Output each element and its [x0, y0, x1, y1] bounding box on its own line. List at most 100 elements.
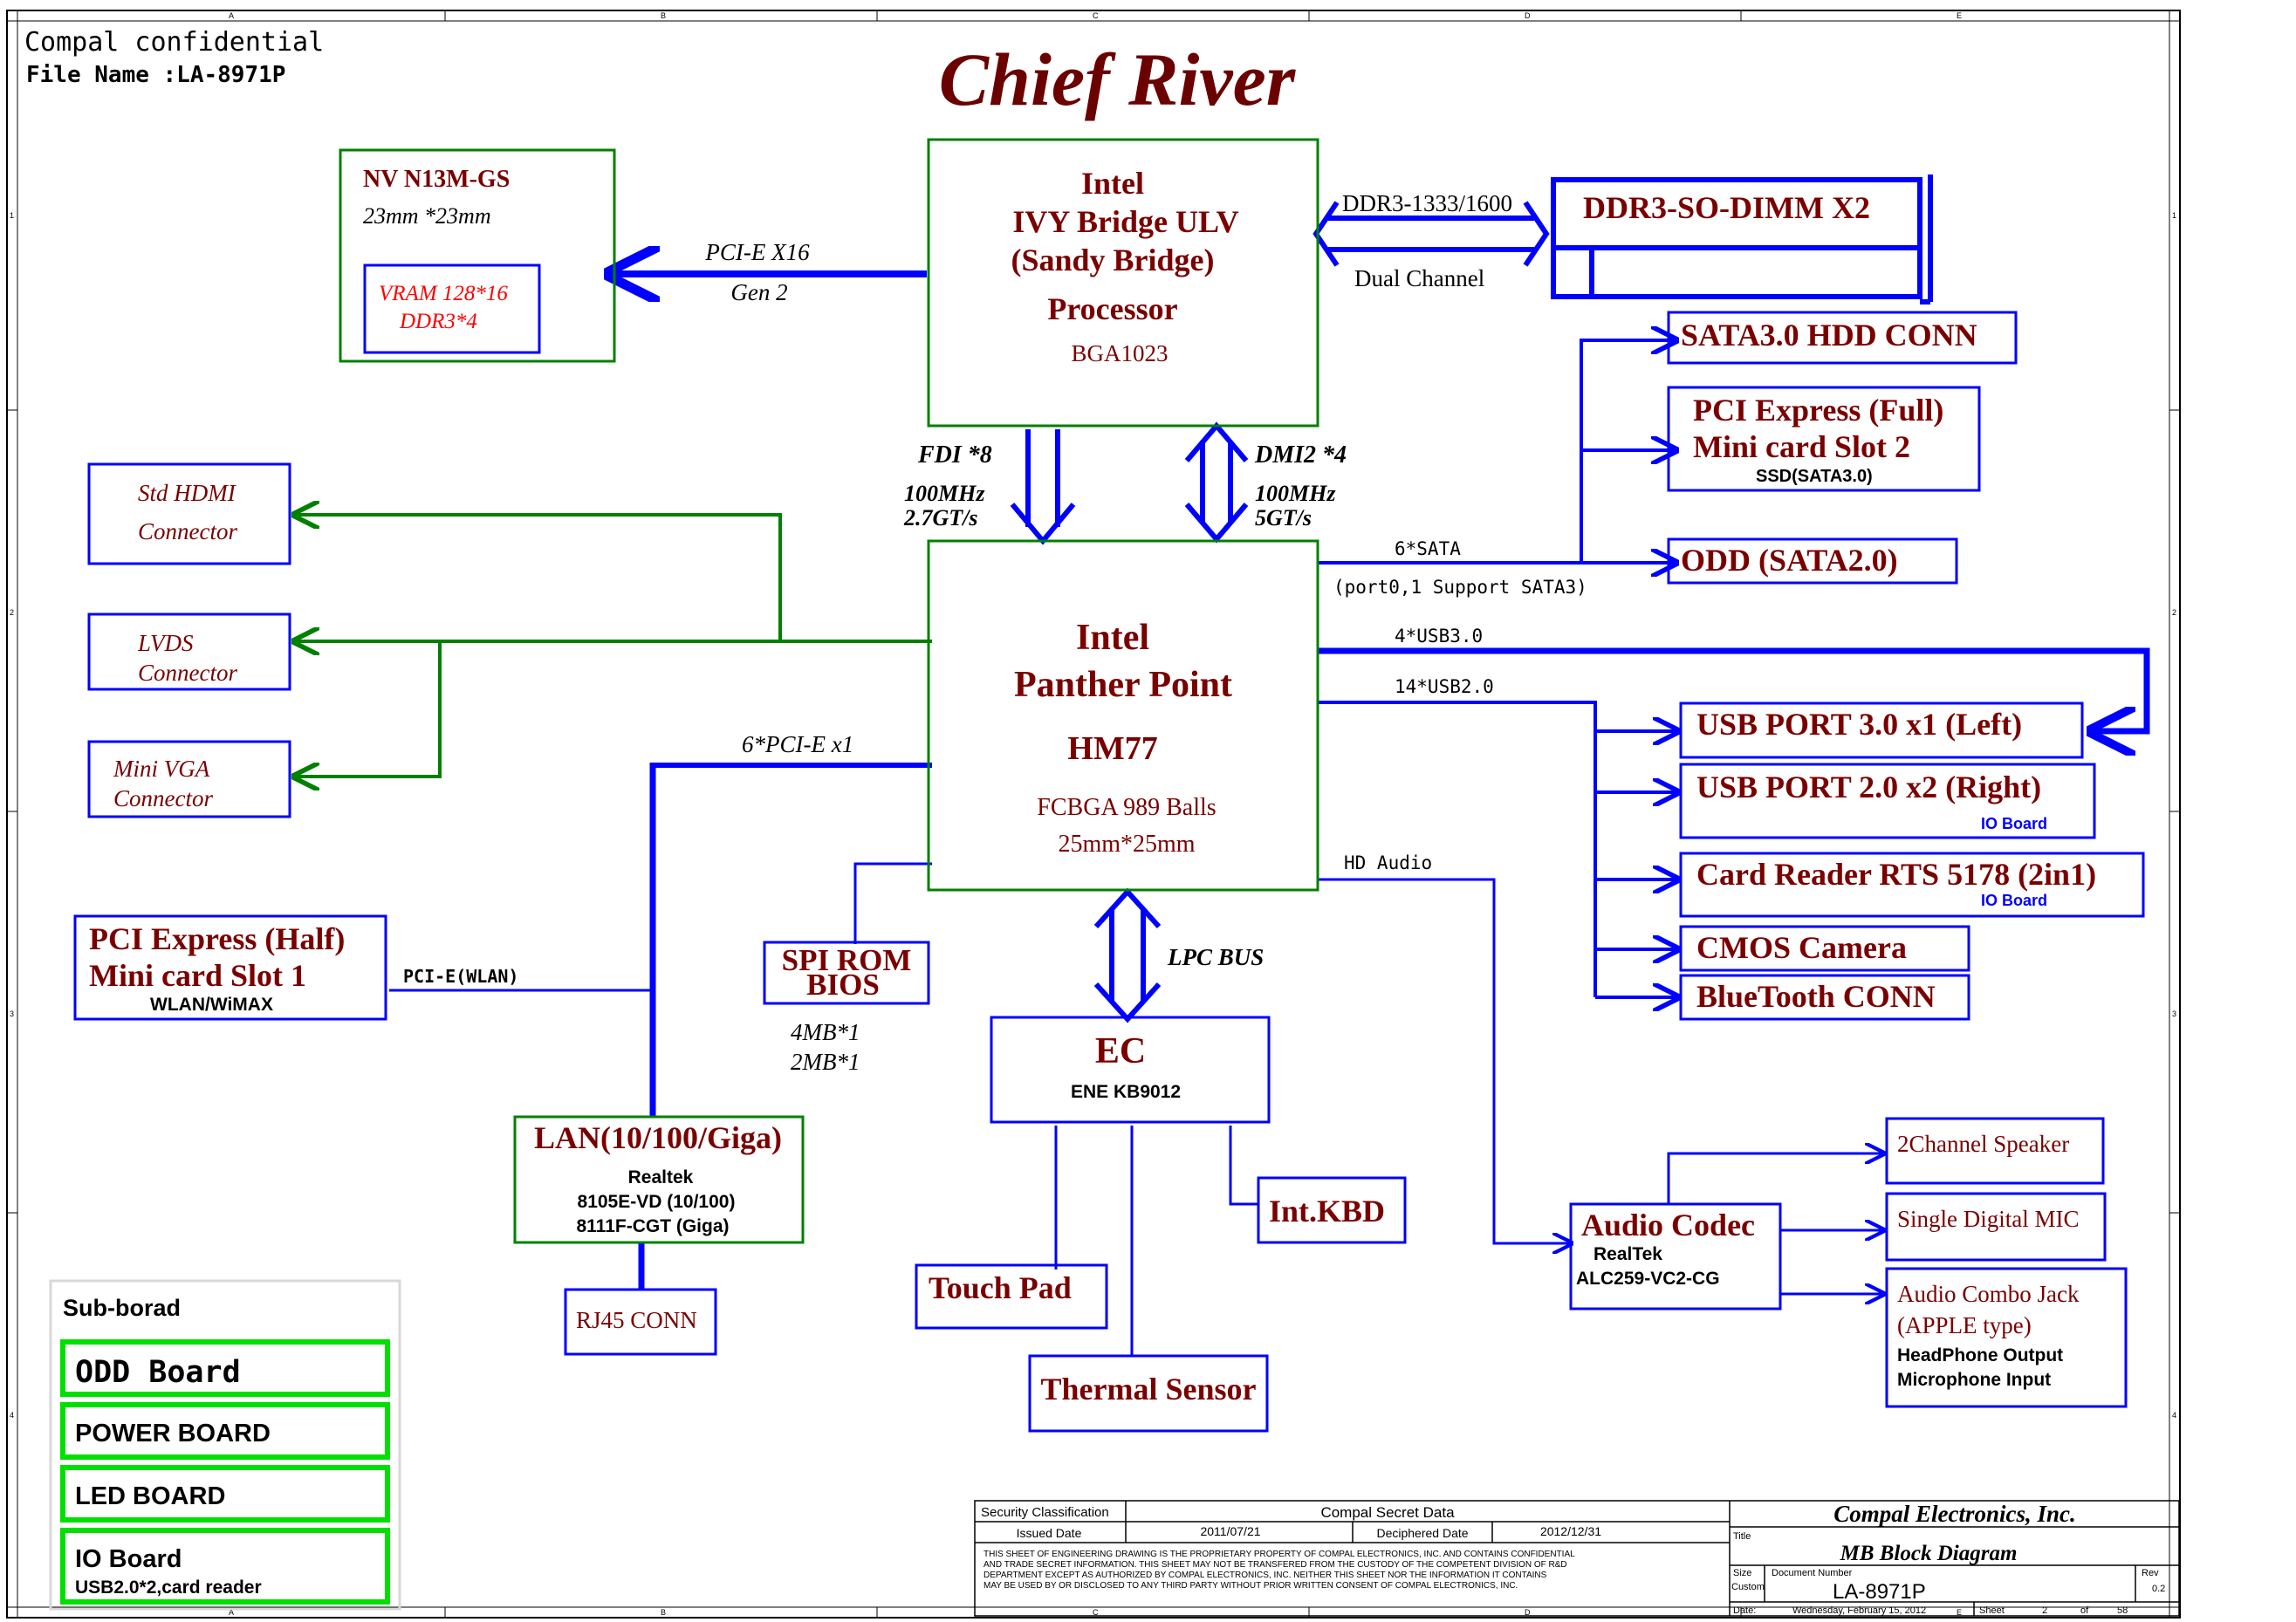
rev-value: 0.2	[2152, 1584, 2165, 1594]
pcie-x1-wires	[389, 763, 932, 1117]
page-title: Chief River	[939, 38, 1297, 121]
mini-slot2-line2: Mini card Slot 2	[1693, 429, 1910, 464]
lan-line4: 8111F-CGT (Giga)	[576, 1216, 729, 1236]
dmi-bus	[1184, 421, 1249, 544]
ddr-dimm-label: DDR3-SO-DIMM X2	[1583, 190, 1870, 225]
frame-number-2-right: 2	[2172, 608, 2176, 617]
lan-line1: LAN(10/100/Giga)	[534, 1120, 782, 1155]
sheet-label: Sheet	[1979, 1605, 2005, 1616]
mic-label: Single Digital MIC	[1897, 1206, 2080, 1232]
usb2-port-box	[1679, 763, 2096, 839]
thermal-box	[1028, 1354, 1269, 1433]
usb3-port-label: USB PORT 3.0 x1 (Left)	[1696, 707, 2022, 742]
hd-audio-label: HD Audio	[1344, 852, 1432, 873]
camera-box	[1679, 925, 1970, 972]
odd-box	[1667, 537, 1958, 585]
sata-wires	[1318, 340, 1676, 563]
sheet-value: 2	[2042, 1605, 2047, 1616]
deciphered-value: 2012/12/31	[1540, 1524, 1601, 1538]
hdd-label: SATA3.0 HDD CONN	[1681, 318, 1977, 352]
codec-line1: Audio Codec	[1581, 1208, 1755, 1242]
mini-slot2-line3: SSD(SATA3.0)	[1756, 467, 1873, 486]
pch-line3: HM77	[1067, 730, 1157, 767]
mic-box	[1885, 1192, 2107, 1262]
notice-line1: THIS SHEET OF ENGINEERING DRAWING IS THE…	[984, 1550, 1575, 1559]
vga-box	[87, 740, 291, 818]
lan-line3: 8105E-VD (10/100)	[578, 1192, 736, 1212]
sata-label: 6*SATA	[1395, 538, 1461, 559]
lan-box	[513, 1115, 805, 1244]
frame-letter-d-bottom: D	[1525, 1608, 1531, 1617]
security-value: Compal Secret Data	[1320, 1504, 1455, 1521]
frame-letter-b-bottom: B	[661, 1608, 666, 1617]
ddr-channel-label: Dual Channel	[1354, 265, 1484, 291]
ec-line2: ENE KB9012	[1071, 1082, 1181, 1102]
title-block	[974, 1500, 2180, 1617]
docnum-label: Document Number	[1772, 1568, 1853, 1578]
combo-jack-line3: HeadPhone Output	[1897, 1345, 2063, 1365]
lpc-label: LPC BUS	[1167, 944, 1264, 970]
frame-number-1: 1	[10, 211, 14, 220]
usb3-port-box	[1679, 701, 2084, 759]
spi-rom-line2: BIOS	[806, 968, 880, 1002]
ddr-dimm-box	[1551, 175, 1933, 305]
date-label: Date:	[1733, 1605, 1756, 1616]
wlan-link-label: PCI-E(WLAN)	[403, 966, 518, 987]
spi-rom-box	[763, 941, 930, 1005]
notice-line3: DEPARTMENT EXCEPT AS AUTHORIZED BY COMPA…	[984, 1571, 1547, 1580]
frame-labels: A B C D E A B C D E 1 2 3 4 1 2 3 4	[10, 11, 2176, 1617]
lan-line2: Realtek	[628, 1167, 694, 1187]
frame-letter-d: D	[1525, 11, 1531, 20]
vram-box	[363, 263, 541, 354]
mini-slot2-line1: PCI Express (Full)	[1693, 393, 1943, 428]
company-name: Compal Electronics, Inc.	[1833, 1501, 2076, 1527]
codec-box	[1569, 1202, 1782, 1311]
fdi-speed1: 100MHz	[904, 481, 985, 506]
cpu-line2: IVY Bridge ULV	[1012, 204, 1238, 239]
card-reader-note: IO Board	[1981, 892, 2047, 909]
power-board-label: POWER BOARD	[75, 1420, 271, 1447]
vga-line2: Connector	[113, 785, 213, 811]
frame-number-3-right: 3	[2172, 1009, 2176, 1018]
frame-number-2: 2	[10, 608, 14, 617]
rj45-label: RJ45 CONN	[576, 1307, 697, 1333]
vram-line2: DDR3*4	[399, 310, 477, 333]
frame-number-3: 3	[10, 1009, 14, 1018]
kbd-box	[1257, 1176, 1407, 1244]
video-wires	[295, 515, 932, 777]
ddr-bus	[1312, 201, 1550, 267]
mini-slot2-box	[1667, 386, 1981, 492]
frame-letter-e: E	[1957, 11, 1962, 20]
ec-wires	[1054, 1126, 1258, 1357]
cpu-box	[927, 138, 1319, 428]
odd-board-label: ODD Board	[75, 1355, 241, 1390]
confidential-label: Compal confidential	[24, 27, 324, 58]
pcie-gen-label: Gen 2	[730, 279, 787, 305]
frame-number-4-right: 4	[2172, 1411, 2176, 1420]
led-board-label: LED BOARD	[75, 1482, 225, 1510]
issued-value: 2011/07/21	[1200, 1524, 1260, 1538]
pch-line1: Intel	[1076, 618, 1149, 658]
mini-slot1-line2: Mini card Slot 1	[89, 958, 306, 993]
spi-rom-line1: SPI ROM	[782, 943, 912, 977]
spi-wire	[853, 862, 932, 944]
codec-line3: ALC259-VC2-CG	[1576, 1269, 1720, 1289]
size-value: Custom	[1731, 1582, 1765, 1592]
usb2-port-note: IO Board	[1981, 815, 2047, 832]
cpu-package: BGA1023	[1071, 340, 1168, 366]
size-label: Size	[1733, 1568, 1751, 1578]
hdmi-line1: Std HDMI	[138, 480, 237, 506]
frame-letter-a: A	[229, 11, 234, 20]
of-label: of	[2080, 1605, 2089, 1616]
io-board-box	[60, 1528, 390, 1605]
bluetooth-box	[1679, 974, 1970, 1021]
odd-board-box	[60, 1339, 390, 1397]
speaker-box	[1885, 1117, 2105, 1185]
touchpad-label: Touch Pad	[929, 1270, 1072, 1305]
pch-size: 25mm*25mm	[1058, 831, 1195, 858]
gpu-box	[339, 148, 616, 363]
dmi-speed1: 100MHz	[1255, 481, 1336, 506]
title-value: MB Block Diagram	[1840, 1542, 2018, 1565]
fdi-speed2: 2.7GT/s	[903, 505, 978, 530]
